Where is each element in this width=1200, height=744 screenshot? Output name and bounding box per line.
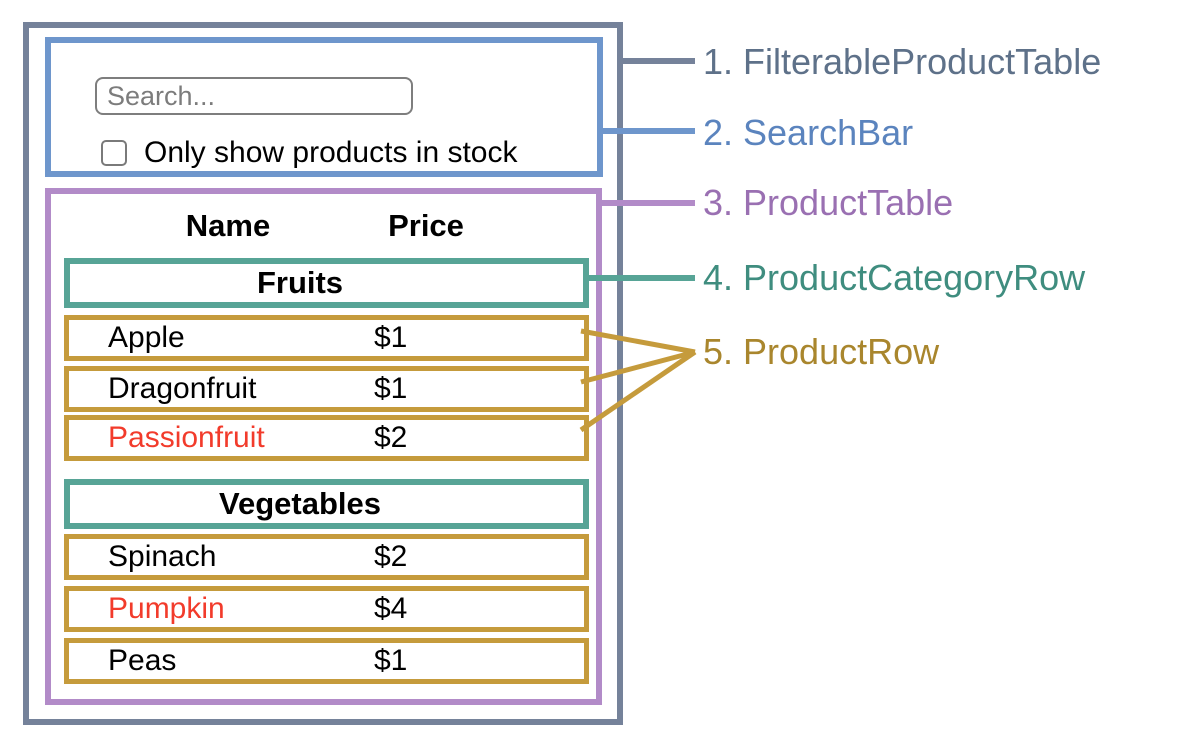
product-row: Peas $1 (64, 638, 589, 684)
product-price: $4 (374, 592, 408, 625)
label-filterable-product-table: 1. FilterableProductTable (703, 41, 1102, 82)
in-stock-checkbox[interactable] (101, 140, 127, 166)
search-bar-outline: Only show products in stock (45, 37, 603, 177)
product-name: Peas (108, 644, 177, 677)
label-product-table: 3. ProductTable (703, 182, 954, 223)
search-input[interactable] (95, 77, 413, 115)
column-header-name: Name (185, 208, 271, 243)
stock-filter-row: Only show products in stock (101, 136, 518, 170)
column-header-price: Price (388, 208, 464, 243)
category-label: Fruits (256, 265, 344, 300)
product-row: Dragonfruit $1 (64, 366, 589, 412)
product-table-outline: Name Price Fruits Apple $1 Dragonfruit $… (45, 188, 602, 705)
product-price: $1 (374, 644, 408, 677)
product-row: Passionfruit $2 (64, 415, 589, 461)
product-name: Apple (108, 321, 185, 354)
product-name: Pumpkin (108, 592, 225, 625)
product-row: Apple $1 (64, 315, 589, 361)
product-row: Pumpkin $4 (64, 586, 589, 632)
product-row: Spinach $2 (64, 534, 589, 580)
product-category-row-vegetables: Vegetables (64, 479, 589, 529)
label-product-category-row: 4. ProductCategoryRow (703, 257, 1086, 298)
category-label: Vegetables (219, 486, 381, 521)
product-name: Spinach (108, 540, 217, 573)
product-price: $1 (374, 321, 408, 354)
product-price: $1 (374, 372, 408, 405)
product-name: Dragonfruit (108, 372, 257, 405)
product-price: $2 (374, 540, 408, 573)
filterable-product-table-outline: Only show products in stock Name Price F… (23, 22, 623, 725)
product-category-row-fruits: Fruits (64, 258, 589, 308)
product-name: Passionfruit (108, 421, 265, 454)
in-stock-checkbox-label: Only show products in stock (144, 136, 518, 169)
label-product-row: 5. ProductRow (703, 331, 940, 372)
product-price: $2 (374, 421, 408, 454)
label-search-bar: 2. SearchBar (703, 112, 914, 153)
